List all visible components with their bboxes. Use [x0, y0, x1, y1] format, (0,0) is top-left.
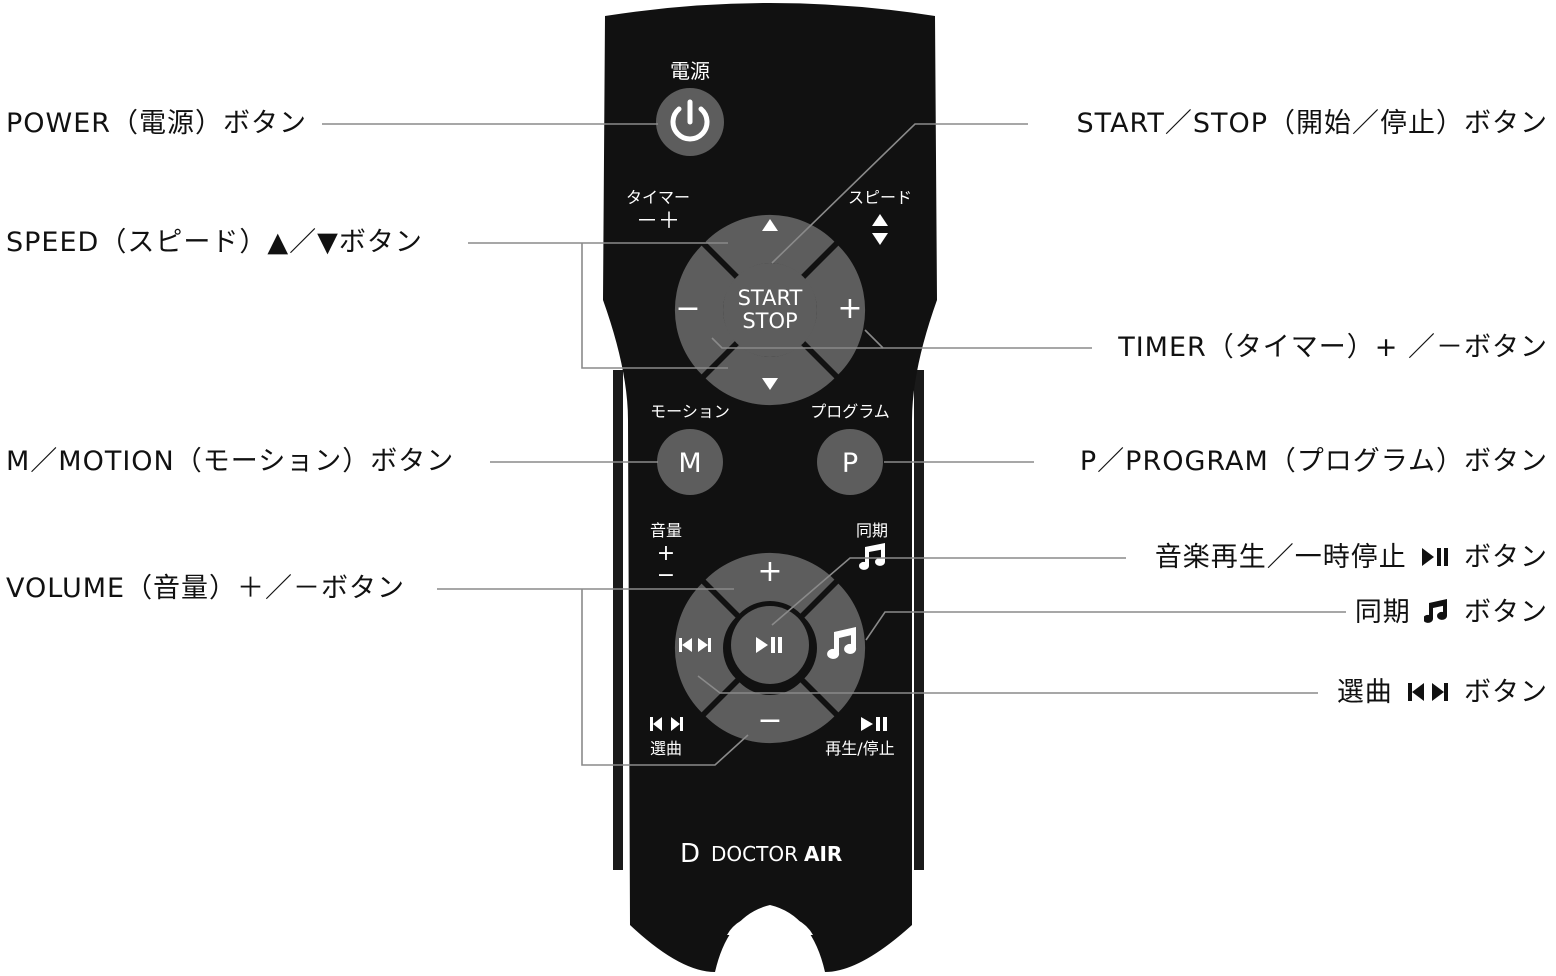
timer-plus-button[interactable] [804, 245, 866, 375]
speed-down-small-icon [872, 233, 888, 245]
callout-sync-text: 同期 [1354, 597, 1411, 628]
speed-up-small-icon [872, 214, 888, 226]
play-stop-label: 再生/停止 [825, 739, 894, 758]
sync-label: 同期 [856, 521, 888, 540]
callout-power: POWER（電源）ボタン [6, 108, 308, 139]
stop-label: STOP [742, 309, 797, 333]
volume-minus-sign: − [757, 703, 782, 738]
callout-music-play-pause-text: 音楽再生／一時停止 [1154, 542, 1407, 573]
leader-track-select [697, 675, 1318, 694]
leader-volume-minus [581, 589, 749, 766]
program-button[interactable] [817, 429, 883, 495]
motion-key: M [678, 448, 701, 479]
callout-timer: TIMER（タイマー）+ ／－ボタン [1118, 332, 1548, 363]
plus-sign: + [837, 291, 862, 326]
callout-start-stop: START／STOP（開始／停止）ボタン [1076, 108, 1548, 139]
power-label: 電源 [670, 59, 710, 83]
program-key: P [842, 448, 858, 479]
power-icon [670, 99, 710, 142]
play-pause-icon [756, 637, 782, 653]
leader-speed-bottom [581, 243, 728, 369]
minus-sign: − [675, 291, 700, 326]
skip-prev-next-small-icon [650, 717, 683, 731]
remote-body [603, 3, 937, 972]
skip-prev-next-icon [679, 638, 711, 652]
music-volume-dpad: + − [674, 552, 866, 744]
callout-speed: SPEED（スピード）▲／▼ボタン [6, 227, 423, 258]
right-rail [914, 370, 924, 870]
speed-timer-dpad: − + START STOP [674, 214, 866, 406]
callout-track-select-text: 選曲 [1336, 677, 1393, 708]
callout-program: P／PROGRAM（プログラム）ボタン [1079, 446, 1548, 477]
volume-plus-label: + [657, 541, 675, 566]
callout-sync-suffix: ボタン [1464, 597, 1548, 628]
brand-doctor: DOCTOR [711, 842, 798, 866]
program-label: プログラム [810, 402, 890, 421]
callout-track-select: 選曲 ボタン [1337, 679, 1548, 706]
callout-music-play-pause: 音楽再生／一時停止 ボタン [1155, 544, 1548, 571]
music-note-icon [827, 627, 857, 659]
callout-sync: 同期 ボタン [1355, 598, 1548, 626]
doctor-air-logo: D DOCTOR AIR [680, 839, 842, 869]
callout-motion: M／MOTION（モーション）ボタン [6, 446, 455, 477]
volume-minus-label: − [657, 563, 675, 588]
start-stop-button[interactable] [723, 263, 817, 357]
leader-sync [865, 611, 1346, 641]
leader-play-pause [771, 557, 1126, 626]
track-select-button[interactable] [674, 583, 736, 713]
callout-volume: VOLUME（音量）＋／－ボタン [6, 573, 406, 604]
left-rail [613, 370, 623, 870]
leader-start-stop [771, 123, 1028, 264]
start-label: START [738, 286, 803, 310]
music-note-small-icon [859, 543, 885, 570]
music-note-black-icon [1423, 599, 1448, 623]
volume-label: 音量 [650, 521, 682, 540]
remote-notch [727, 913, 813, 935]
leader-lines [322, 123, 1346, 766]
motion-label: モーション [650, 402, 730, 421]
callout-track-select-suffix: ボタン [1464, 677, 1548, 708]
skip-prev-next-black-icon [1408, 683, 1449, 701]
speed-label: スピード [848, 188, 912, 207]
leader-timer-minus [711, 337, 883, 349]
volume-minus-button[interactable] [705, 682, 835, 744]
play-pause-small-icon [861, 717, 887, 731]
timer-minus-button[interactable] [674, 245, 736, 375]
brand-air: AIR [804, 842, 842, 866]
motion-button[interactable] [657, 429, 723, 495]
logo-d-mark: D [680, 839, 700, 869]
speed-up-button[interactable] [705, 214, 835, 276]
play-pause-button[interactable] [731, 606, 809, 684]
down-arrow-icon [762, 378, 778, 390]
track-select-label: 選曲 [650, 739, 682, 758]
timer-signs: －＋ [636, 209, 680, 234]
volume-plus-sign: + [757, 554, 782, 589]
play-pause-black-icon [1422, 548, 1449, 566]
callout-music-play-pause-suffix: ボタン [1464, 542, 1548, 573]
up-arrow-icon [762, 219, 778, 231]
timer-label: タイマー [626, 188, 690, 207]
speed-down-button[interactable] [705, 344, 835, 406]
